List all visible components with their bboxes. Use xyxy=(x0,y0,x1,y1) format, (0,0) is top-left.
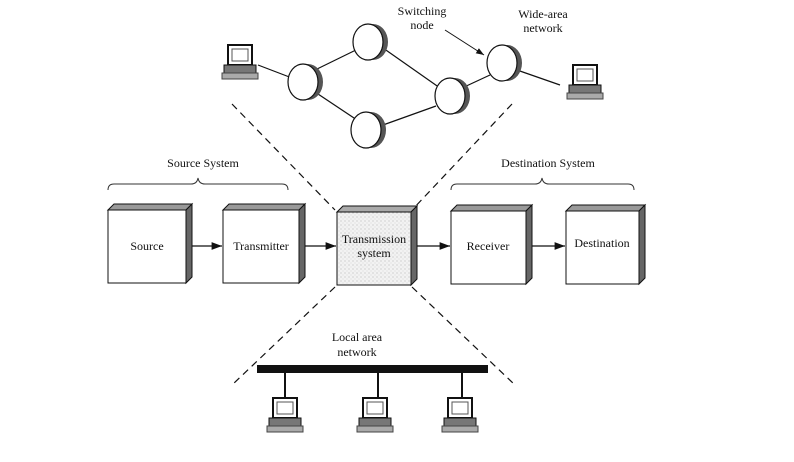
switching-node-label: node xyxy=(410,18,433,32)
expansion-lines xyxy=(231,103,516,386)
source-system-brace xyxy=(107,177,289,191)
switching-node xyxy=(287,63,324,101)
source-system-label: Source System xyxy=(167,156,239,170)
block-transmission-system: Transmission system xyxy=(335,204,419,287)
destination-system-label: Destination System xyxy=(501,156,595,170)
wan-label: network xyxy=(523,21,562,35)
switching-node-pointer xyxy=(444,29,485,56)
block-transmission-label: Transmission xyxy=(342,232,406,246)
computer-icon xyxy=(221,44,259,80)
lan-drops xyxy=(284,373,463,398)
block-transmitter-label: Transmitter xyxy=(233,239,289,253)
wan-label: Wide-area xyxy=(518,7,568,21)
block-receiver-label: Receiver xyxy=(467,239,510,253)
block-source-label: Source xyxy=(130,239,163,253)
block-transmitter: Transmitter xyxy=(221,202,307,285)
switching-node xyxy=(352,23,389,61)
switching-node xyxy=(434,77,471,115)
switching-node xyxy=(486,44,523,82)
lan-bus xyxy=(257,365,488,373)
computer-icon xyxy=(441,397,479,433)
block-transmission-label: system xyxy=(357,246,391,260)
switching-node-label: Switching xyxy=(398,4,447,18)
computer-icon xyxy=(266,397,304,433)
block-destination-label: Destination xyxy=(574,236,629,250)
switching-node xyxy=(350,111,387,149)
block-destination: Destination xyxy=(564,203,647,286)
computer-icon xyxy=(566,64,604,100)
destination-system-brace xyxy=(450,177,635,191)
lan-label: network xyxy=(337,345,376,359)
computer-icon xyxy=(356,397,394,433)
lan-label: Local area xyxy=(332,330,383,344)
block-receiver: Receiver xyxy=(449,203,534,286)
block-source: Source xyxy=(106,202,194,285)
